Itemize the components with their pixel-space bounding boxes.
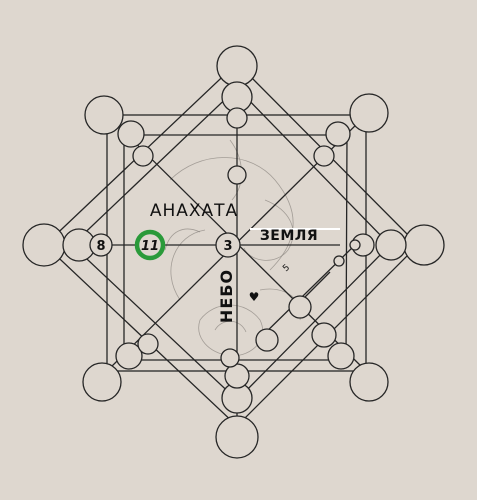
circle-number-8 [89, 233, 113, 257]
number-5: 5 [281, 263, 292, 274]
circle-tr-3 [313, 145, 335, 167]
label-zemlya: ЗЕМЛЯ [260, 228, 318, 244]
circle-top-inner [227, 165, 247, 185]
circle-number-3 [215, 232, 241, 258]
line-lower-2 [301, 271, 331, 301]
number-8: 8 [96, 239, 105, 254]
label-anahata: АНАХАТА [150, 201, 238, 221]
circle-right-2 [375, 229, 407, 261]
circle-top-3 [226, 107, 248, 129]
label-nebo: НЕБО [217, 269, 236, 323]
number-3: 3 [223, 239, 232, 254]
circle-bottom-right [349, 362, 389, 402]
heart-icon: ♥ [249, 290, 260, 304]
circle-bottom-inner [220, 348, 240, 368]
circle-lower-right-2 [255, 328, 279, 352]
circle-top-right [349, 93, 389, 133]
circle-bl-2 [115, 342, 143, 370]
circle-lower-right-1 [288, 295, 312, 319]
circle-top-left [84, 95, 124, 135]
circle-number-11-highlight [134, 229, 166, 261]
circle-bl-3 [137, 333, 159, 355]
circle-bottom-left [82, 362, 122, 402]
circle-br-3 [311, 322, 337, 348]
circle-right-small [349, 239, 361, 251]
circle-bottom [215, 415, 259, 459]
number-11: 11 [141, 239, 159, 254]
circle-br-2 [327, 342, 355, 370]
circle-right-small-2 [333, 255, 345, 267]
circle-right [403, 224, 445, 266]
circle-top [216, 45, 258, 87]
circle-tl-2 [117, 120, 145, 148]
circle-tl-3 [132, 145, 154, 167]
circle-left [22, 223, 66, 267]
circle-bottom-3 [224, 363, 250, 389]
circle-tr-2 [325, 121, 351, 147]
